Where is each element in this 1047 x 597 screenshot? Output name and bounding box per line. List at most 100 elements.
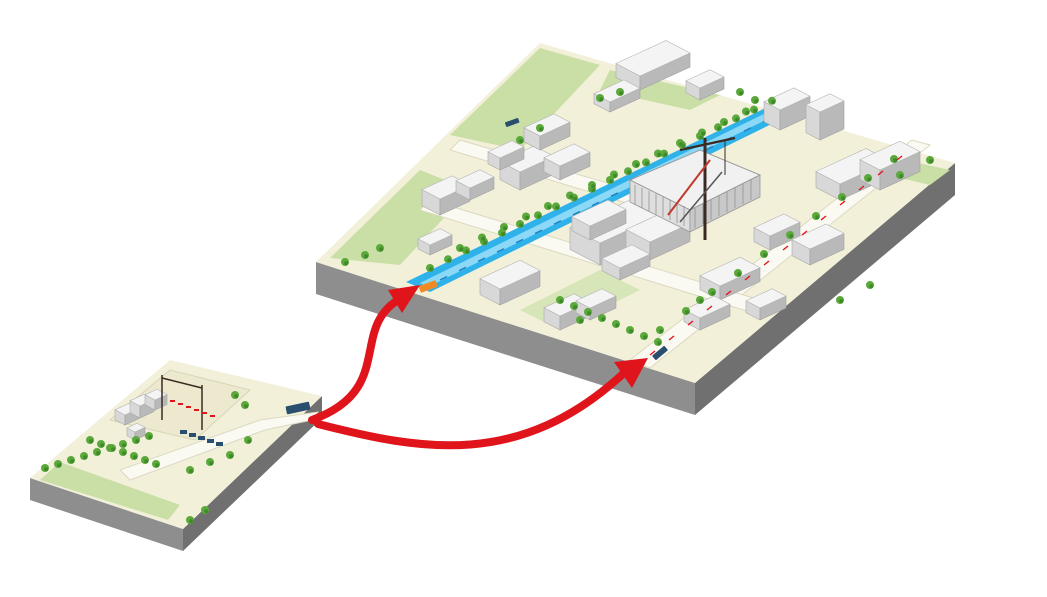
road-dash-2 (668, 335, 675, 341)
depot-container-4 (126, 422, 146, 441)
canal-dash-3 (477, 257, 486, 263)
city-slab-right (695, 163, 955, 415)
canal-tree-9-shade (573, 196, 578, 201)
canal-dash-1 (439, 275, 448, 281)
truck-departing-depot (285, 401, 311, 415)
construction-frame-right (689, 174, 761, 233)
canal-dash-15 (705, 145, 714, 151)
depot-tree-inner-14-shade (133, 455, 138, 460)
building-21 (791, 223, 845, 266)
street-tree-38-shade (737, 272, 742, 277)
building-2-roof (455, 169, 495, 189)
city-tree-62-shade (899, 174, 904, 179)
building-26 (417, 228, 453, 256)
building-17-roof (805, 93, 845, 113)
street-tree-41-shade (815, 215, 820, 220)
depot-vehicle-4 (207, 439, 214, 443)
city-tree-66-shade (579, 319, 584, 324)
canal-dash-17 (743, 127, 752, 132)
canal-tree-14-shade (663, 152, 668, 157)
road-dash-3 (687, 320, 694, 326)
depot-tree-inner-13-shade (122, 451, 127, 456)
canal-dash-5 (515, 238, 524, 244)
building-10 (575, 288, 617, 321)
building-10-roof (575, 288, 617, 309)
arrow-head-canal (388, 285, 420, 313)
road-dash-13 (877, 170, 884, 176)
canal-tree-18-shade (735, 117, 740, 122)
depot-tree-22-shade (204, 509, 209, 514)
building-15 (487, 140, 525, 171)
depot-tree-23-shade (244, 404, 249, 409)
depot-tree-20-shade (247, 439, 252, 444)
depot-trees (41, 391, 252, 524)
building-19-roof (859, 140, 921, 171)
canal-tree-2-shade (447, 258, 452, 263)
road-dash-4 (706, 305, 713, 311)
city-tree-54-shade (364, 254, 369, 259)
depot-marker-3 (186, 406, 191, 408)
city-block (316, 40, 955, 415)
street-tree-43-shade (867, 177, 872, 182)
building-7-roof (601, 244, 651, 269)
building-12-roof (685, 69, 725, 89)
depot-block (30, 360, 322, 551)
street-tree-42-shade (841, 196, 846, 201)
road-dash-1 (649, 350, 656, 356)
building-11 (615, 40, 691, 91)
mobile-crane-boom-2 (679, 171, 723, 223)
construction-site (628, 136, 762, 240)
canal-tree-n-32-shade (701, 131, 706, 136)
mobile-crane-boom (667, 159, 711, 216)
depot-grass-strip (40, 462, 180, 520)
canal-dash-8 (572, 210, 581, 216)
depot-marker-4 (194, 409, 199, 411)
building-14 (523, 113, 571, 151)
road-dash-14 (896, 155, 903, 161)
road-lane-markings (649, 155, 903, 356)
canal-tree-n-29-shade (635, 163, 640, 168)
building-16 (763, 87, 811, 131)
canal-dash-6 (534, 229, 543, 235)
depot-tree-row-8-shade (135, 439, 140, 444)
canal-tree-n-24-shade (525, 215, 530, 220)
depot-tree-row-1-shade (44, 467, 49, 472)
canal-tree-n-28-shade (613, 173, 618, 178)
canal-tree-12-shade (627, 170, 632, 175)
depot-tree-18-shade (209, 461, 214, 466)
building-7 (601, 244, 651, 281)
city-tree-60-shade (739, 91, 744, 96)
canal-tree-5-shade (501, 232, 506, 236)
canal-tree-n-21-shade (459, 247, 464, 252)
road-dash-9 (801, 230, 808, 236)
city-tree-63-shade (929, 159, 934, 164)
depot-tree-row-9-shade (148, 435, 153, 440)
street-tree-35-shade (659, 329, 664, 334)
depot-vehicle-2 (189, 433, 196, 437)
building-22-roof (699, 256, 761, 287)
depot-tree-inner-16-shade (155, 463, 160, 468)
depot-vehicle-3 (198, 436, 205, 440)
depot-tree-21-shade (189, 519, 194, 524)
building-14-roof (523, 113, 571, 137)
city-tree-57-shade (539, 127, 544, 132)
arrow-to-street-site (314, 368, 629, 450)
tower-crane-jib (679, 136, 736, 152)
canal-dash-4 (496, 248, 505, 253)
canal-tree-n-31-shade (679, 142, 684, 147)
street-tree-44-shade (893, 158, 898, 163)
city-tree-64-shade (839, 299, 844, 304)
grass-area-north (450, 48, 600, 150)
building-15-roof (487, 140, 525, 159)
building-4-roof (543, 143, 591, 167)
building-23 (745, 288, 787, 321)
building-20-roof (753, 213, 801, 237)
street-tree-37-shade (711, 291, 716, 296)
canal-tree-8-shade (555, 205, 560, 210)
canal-tree-n-22-shade (481, 236, 486, 241)
building-16-roof (763, 87, 811, 111)
street-tree-40-shade (789, 234, 794, 239)
depot-tree-19-shade (229, 454, 234, 459)
